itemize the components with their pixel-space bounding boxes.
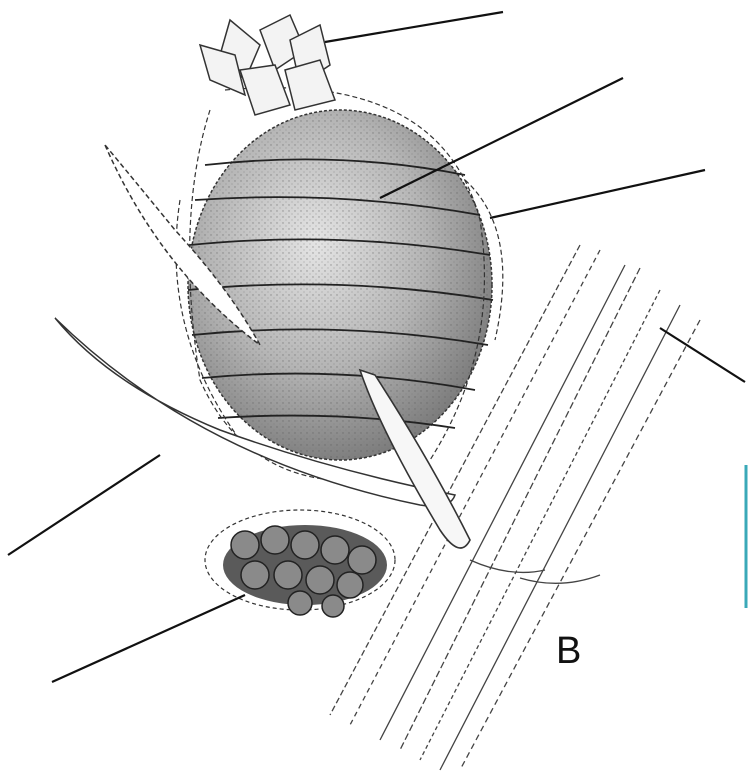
leader-line-wrapping-bract — [490, 170, 705, 218]
capsule — [188, 110, 493, 460]
leader-line-crown — [325, 12, 503, 42]
leader-line-left-bract — [8, 455, 160, 555]
leader-line-antheridia — [52, 595, 245, 682]
panel-label: B — [556, 632, 581, 670]
leader-line-stem — [660, 328, 745, 382]
apical-crown — [200, 15, 335, 115]
